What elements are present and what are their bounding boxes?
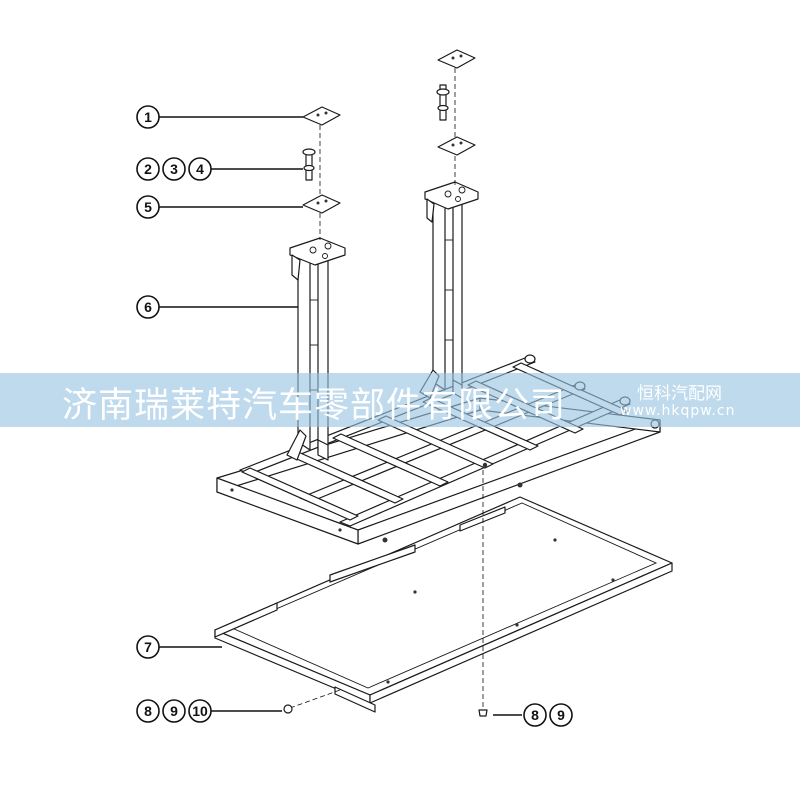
callout-number: 4 <box>196 161 204 177</box>
callout-number: 1 <box>144 109 152 125</box>
callout-7: 7 <box>136 635 160 659</box>
right-mounting-stack <box>436 49 476 185</box>
callout-number: 8 <box>144 703 152 719</box>
callout-number: 7 <box>144 639 152 655</box>
leader-lines <box>159 116 522 716</box>
left-mounting-stack <box>302 106 341 240</box>
callout-1: 1 <box>136 105 160 129</box>
callout-number: 8 <box>531 707 539 723</box>
callout-number: 5 <box>144 199 152 215</box>
bottom-tray <box>214 496 673 713</box>
callout-number: 2 <box>144 161 152 177</box>
callout-8-9: 8 9 <box>523 703 573 727</box>
callout-number: 10 <box>192 703 208 719</box>
callout-number: 9 <box>170 703 178 719</box>
callout-number: 6 <box>144 299 152 315</box>
callout-8-9-10: 8 9 10 <box>136 699 212 723</box>
callout-number: 9 <box>557 707 565 723</box>
callout-number: 3 <box>170 161 178 177</box>
callout-5: 5 <box>136 195 160 219</box>
callout-2-3-4: 2 3 4 <box>136 157 212 181</box>
watermark-company-name: 济南瑞莱特汽车零部件有限公司 <box>62 386 567 426</box>
fastener-axes <box>283 470 488 717</box>
callout-6: 6 <box>136 295 160 319</box>
watermark-brand: 恒科汽配网 <box>637 384 722 404</box>
watermark-banner: 济南瑞莱特汽车零部件有限公司 恒科汽配网 www.hkqpw.cn <box>0 373 800 427</box>
right-hanger-bracket <box>419 181 479 399</box>
watermark-url: www.hkqpw.cn <box>620 403 736 419</box>
